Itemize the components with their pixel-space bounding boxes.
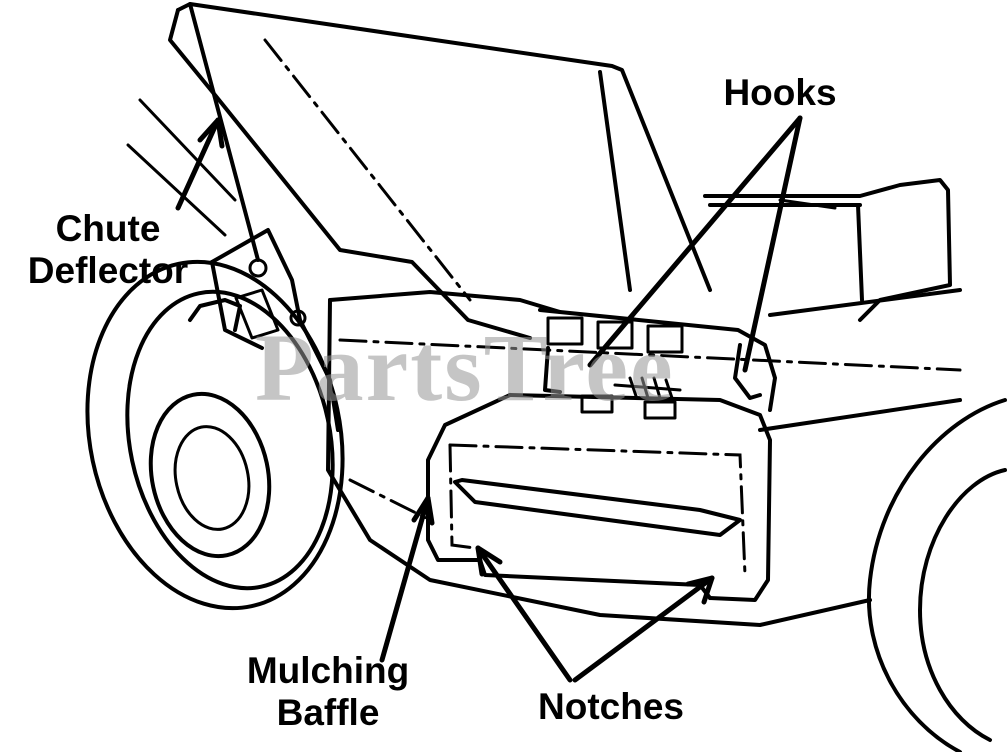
mower-deck [326, 288, 962, 627]
label-hooks: Hooks [723, 72, 837, 113]
chute-deflector-flap [168, 2, 712, 340]
hook-latch-plate [538, 308, 777, 420]
hinge-bracket [210, 228, 340, 432]
left-wheel [85, 259, 345, 611]
label-chute-deflector: Chute Deflector [18, 208, 198, 292]
label-mulching-baffle-line2: Baffle [276, 692, 380, 733]
right-wheel [867, 398, 1007, 752]
handle-bars [126, 98, 237, 237]
label-chute-deflector-line1: Chute [55, 208, 161, 249]
label-mulching-baffle-line1: Mulching [246, 650, 410, 691]
leader-lines [175, 115, 803, 683]
engine-housing [703, 178, 952, 322]
label-notches: Notches [538, 686, 684, 727]
label-mulching-baffle: Mulching Baffle [228, 650, 428, 734]
label-chute-deflector-line2: Deflector [27, 250, 189, 291]
watermark: PartsTree [255, 314, 675, 421]
